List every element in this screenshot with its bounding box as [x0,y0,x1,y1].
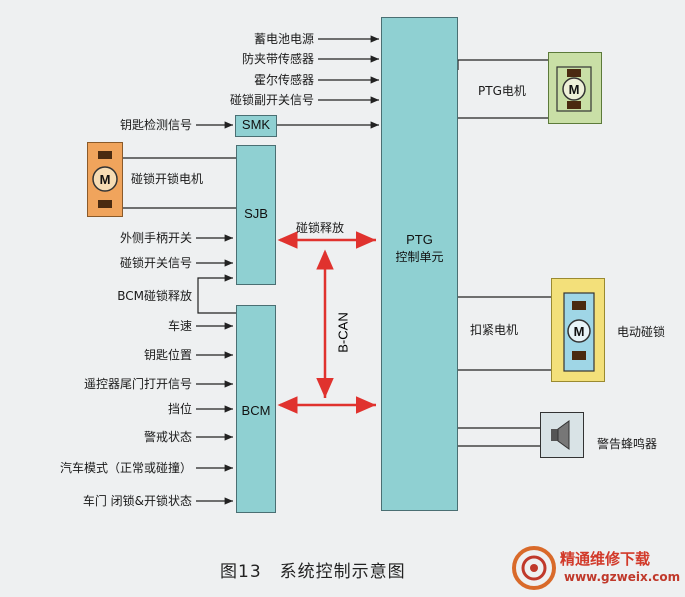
watermark-title: 精通维修下载 [560,550,651,568]
ptg-motor-panel: M [548,52,602,124]
buzzer-label: 警告蜂鸣器 [597,437,658,451]
outer-handle-label: 外侧手柄开关 [119,231,192,245]
latch-switch-label: 碰锁开关信号 [119,256,192,270]
sjb-module [236,145,276,285]
latch-release-label: 碰锁释放 [296,221,345,235]
input-anti-pinch-label: 防夹带传感器 [241,52,314,66]
speaker-icon [551,420,570,450]
motor-icon: M [556,66,592,112]
speed-label: 车速 [167,319,192,333]
ptg-motor-label: PTG电机 [478,84,526,98]
watermark-logo-icon [512,546,556,590]
ptg-label-line2: 控制单元 [395,250,444,264]
key-detect-label: 钥匙检测信号 [119,118,192,132]
motor-letter: M [100,172,111,187]
smk-module [235,115,277,137]
electric-latch-panel: M [551,278,605,382]
latch-motor-panel: M [87,142,123,217]
alarm-label: 警戒状态 [143,430,192,444]
sjb-label: SJB [244,206,268,221]
ptg-control-unit [381,17,458,511]
bcm-release-label: BCM碰锁释放 [117,289,192,303]
motor-icon: M [92,151,118,208]
ptg-label-line1: PTG [406,232,433,247]
smk-label: SMK [241,117,271,132]
bcm-label: BCM [241,403,271,418]
wire-ptg-motor-top [457,59,557,72]
door-lock-status-label: 车门 闭锁&开锁状态 [82,494,192,508]
clamp-motor-label: 扣紧电机 [470,323,519,337]
bcan-label: B-CAN [335,312,351,353]
input-battery-label: 蓄电池电源 [253,32,314,46]
motor-letter: M [569,82,580,97]
remote-tailgate-label: 遥控器尾门打开信号 [83,377,192,391]
gear-label: 挡位 [167,402,192,416]
electric-latch-label: 电动碰锁 [617,325,666,339]
wire-ptg-motor-bottom [458,108,557,119]
bcm-module [236,305,276,513]
figure-caption: 图13 系统控制示意图 [220,562,406,582]
motor-icon: M [563,292,595,372]
input-hall-label: 霍尔传感器 [253,73,314,87]
key-position-label: 钥匙位置 [143,348,192,362]
loop-bcm-release [197,274,236,314]
input-latch-aux-label: 碰锁副开关信号 [229,93,314,107]
motor-letter: M [574,324,585,339]
watermark-url: www.gzweix.com [564,570,681,584]
vehicle-mode-label: 汽车模式（正常或碰撞） [59,461,192,475]
latch-motor-label: 碰锁开锁电机 [131,172,204,186]
buzzer-panel [540,412,584,458]
